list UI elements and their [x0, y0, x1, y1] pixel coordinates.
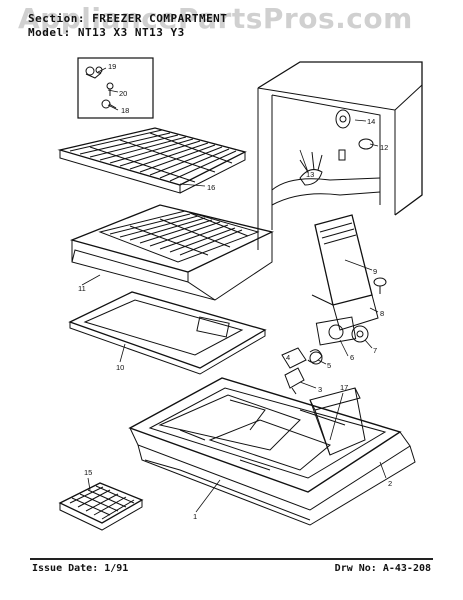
fan-motor-parts: [281, 316, 369, 395]
callout-8: 8: [380, 309, 384, 318]
callout-3: 3: [318, 385, 322, 394]
callout-2: 2: [388, 479, 392, 488]
callout-6: 6: [350, 353, 354, 362]
wire-shelf: [57, 127, 247, 194]
watermark: AppliancePartsPros.com: [18, 2, 413, 35]
section-title: Section: FREEZER COMPARTMENT: [28, 12, 228, 25]
air-diffuser: [311, 214, 387, 331]
callout-20: 20: [119, 89, 127, 98]
glass-shelf: [69, 204, 274, 301]
callout-11: 11: [78, 284, 86, 293]
callout-10: 10: [116, 363, 124, 372]
callout-7: 7: [373, 346, 377, 355]
callout-17: 17: [340, 383, 348, 392]
callout-16: 16: [207, 183, 215, 192]
freezer-cabinet: [257, 61, 423, 250]
ice-cube-tray: [58, 482, 144, 531]
callout-1: 1: [193, 512, 197, 521]
small-parts-inset: [77, 57, 154, 119]
drawing-number: Drw No: A-43-208: [334, 563, 431, 574]
callout-18: 18: [121, 106, 129, 115]
callout-4: 4: [286, 353, 290, 362]
callout-15: 15: [84, 468, 92, 477]
callout-14: 14: [367, 117, 375, 126]
model-line: Model: NT13 X3 NT13 Y3: [28, 26, 185, 39]
callout-5: 5: [327, 361, 331, 370]
footer-rule: [30, 558, 433, 560]
freezer-bottom-tray: [128, 377, 416, 526]
callout-19: 19: [108, 62, 116, 71]
callout-13: 13: [306, 170, 314, 179]
issue-date: Issue Date: 1/91: [32, 563, 129, 574]
callout-12: 12: [380, 143, 388, 152]
callout-9: 9: [373, 267, 377, 276]
crisper-cover: [68, 291, 267, 375]
